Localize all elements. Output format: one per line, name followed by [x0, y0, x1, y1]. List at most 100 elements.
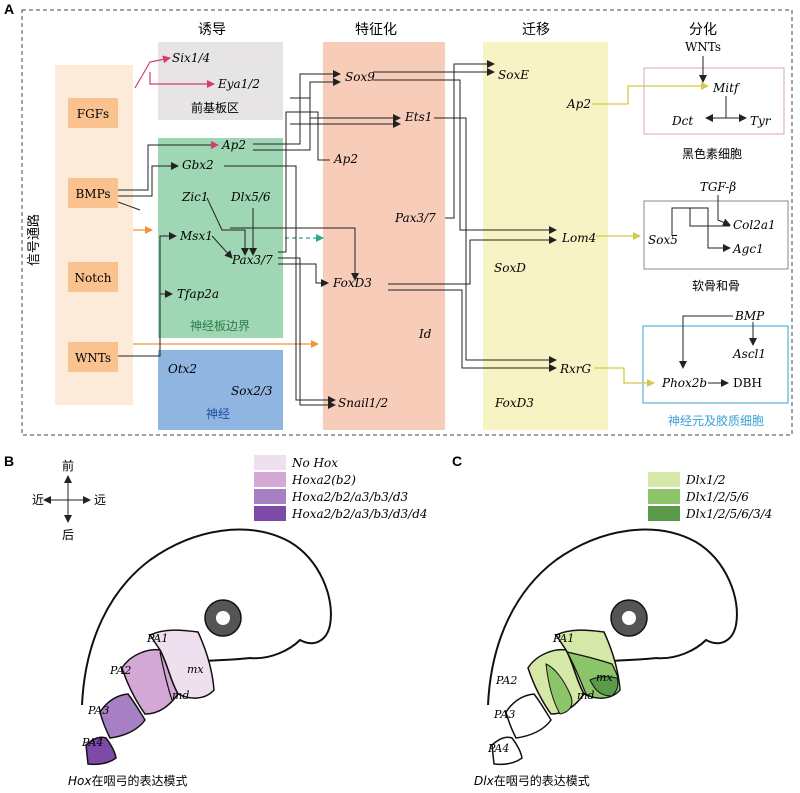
gene-pax37-spec: Pax3/7 [394, 211, 436, 225]
arrow-foxd3-rxrg [388, 289, 557, 372]
signaling-title: 信号通路 [26, 214, 42, 266]
cartilage-label: 软骨和骨 [692, 279, 740, 293]
panel-c-letter: C [452, 453, 462, 469]
panel_b-legend-label-3: Hoxa2/b2/a3/b3/d3/d4 [291, 507, 428, 521]
gene-mitf: Mitf [712, 81, 741, 95]
gene-soxd: SoxD [494, 261, 526, 275]
arrow-bmp-gbx2 [118, 162, 179, 197]
gene-sox23: Sox2/3 [231, 384, 273, 398]
gene-rxrg: RxrG [559, 362, 592, 376]
gene-ap2-spec: Ap2 [333, 152, 358, 166]
neuron-glia-label: 神经元及胶质细胞 [668, 413, 764, 428]
gene-tfap2a: Tfap2a [177, 287, 219, 301]
compass [43, 475, 91, 523]
arrow-rxrg-phox [594, 367, 655, 387]
gene-snail12: Snail1/2 [338, 396, 388, 410]
gene-otx2: Otx2 [168, 362, 197, 376]
panel_b-legend-label-2: Hoxa2/b2/a3/b3/d3 [291, 490, 409, 504]
specification-region [323, 42, 445, 430]
gene-foxd3-spec: FoxD3 [332, 276, 372, 290]
arrow-ap2-sox9 [253, 70, 341, 145]
b-pa1: PA1 [146, 632, 168, 645]
panel-a-letter: A [4, 1, 14, 17]
gene-id: Id [418, 327, 432, 341]
b-md: md [172, 689, 189, 702]
wnts-box [68, 342, 118, 372]
c-pa2: PA2 [495, 674, 517, 687]
melanocyte-wnts: WNTs [685, 40, 721, 54]
preplacodal-region [158, 42, 283, 120]
panel_b-legend-label-1: Hoxa2(b2) [291, 473, 356, 487]
c-mx: mx [596, 671, 613, 684]
panel_b-legend-swatch-3 [254, 506, 286, 521]
gene-pax37-npb: Pax3/7 [231, 253, 273, 267]
migration-region [483, 42, 608, 430]
gene-col2a1: Col2a1 [733, 218, 776, 232]
fgfs-label: FGFs [77, 107, 109, 121]
gene-ap2-mig: Ap2 [566, 97, 591, 111]
gene-dct: Dct [671, 114, 693, 128]
arrow-bmp-phox [679, 315, 733, 369]
header-differentiation: 分化 [689, 22, 717, 38]
arrow-bmp-ap2 [118, 141, 219, 191]
arrow-sox5-col [689, 208, 730, 227]
arrow-bmp-ext [117, 201, 141, 211]
bmps-box [68, 178, 118, 208]
notch-box [68, 262, 118, 292]
gene-six14: Six1/4 [172, 51, 210, 65]
preplacodal-label: 前基板区 [191, 100, 239, 115]
gene-gbx2: Gbx2 [182, 158, 214, 172]
gene-tyr: Tyr [750, 114, 772, 128]
arrow-ap2-mitf [592, 82, 709, 105]
arrow-six [134, 55, 171, 89]
panel_c-legend-label-2: Dlx1/2/5/6/3/4 [685, 507, 772, 521]
panel_b-legend-label-0: No Hox [291, 456, 338, 470]
arrow-zic-foxd3 [230, 227, 359, 281]
arrow-pax-soxe [445, 60, 495, 219]
gene-lom4: Lom4 [561, 231, 596, 245]
panel_c-legend-swatch-0 [648, 472, 680, 487]
gene-ets1: Ets1 [404, 110, 432, 124]
cartilage-tgfb: TGF-β [700, 180, 736, 194]
gene-agc1: Agc1 [732, 242, 764, 256]
compass-up: 前 [62, 458, 74, 473]
notch-label: Notch [75, 271, 112, 285]
arrow-sox5-agc [671, 207, 731, 252]
melanocyte-label: 黑色素细胞 [682, 147, 742, 161]
embryo-c [487, 528, 738, 766]
header-induction: 诱导 [198, 22, 226, 38]
c-pa4: PA4 [487, 742, 509, 755]
gene-msx1: Msx1 [179, 229, 213, 243]
arrow-tgf-col [717, 195, 731, 226]
compass-left: 近 [32, 493, 44, 507]
b-pa4: PA4 [81, 736, 103, 749]
header-migration: 迁移 [522, 22, 550, 38]
gene-ap2-npb: Ap2 [221, 138, 246, 152]
gene-ascl1: Ascl1 [732, 347, 766, 361]
fgfs-box [68, 98, 118, 128]
c-md: md [577, 689, 594, 702]
gene-sox5: Sox5 [648, 233, 678, 247]
c-pa1: PA1 [552, 632, 574, 645]
panel_c-legend-label-0: Dlx1/2 [685, 473, 726, 487]
bmps-label: BMPs [75, 187, 110, 201]
gene-soxe: SoxE [498, 68, 529, 82]
b-pa2: PA2 [109, 664, 131, 677]
gene-sox9: Sox9 [345, 70, 375, 84]
neural-region [158, 350, 283, 430]
gene-phox2b: Phox2b [661, 376, 707, 390]
npb-label: 神经板边界 [190, 319, 250, 333]
arrow-pax-snail [278, 257, 336, 409]
caption-c: Dlx在咽弓的表达模式 [474, 773, 590, 788]
gene-dbh: DBH [733, 376, 762, 390]
neural-label: 神经 [206, 407, 230, 421]
caption-b: Hox在咽弓的表达模式 [68, 773, 187, 788]
panel-b-letter: B [4, 453, 14, 469]
arrow-ets1 [290, 97, 401, 122]
arrow-pax-ap2 [278, 111, 330, 253]
b-pa3: PA3 [87, 704, 109, 717]
cartilage-box [643, 200, 789, 270]
panel_b-legend-swatch-0 [254, 455, 286, 470]
gene-foxd3-mig: FoxD3 [494, 396, 534, 410]
